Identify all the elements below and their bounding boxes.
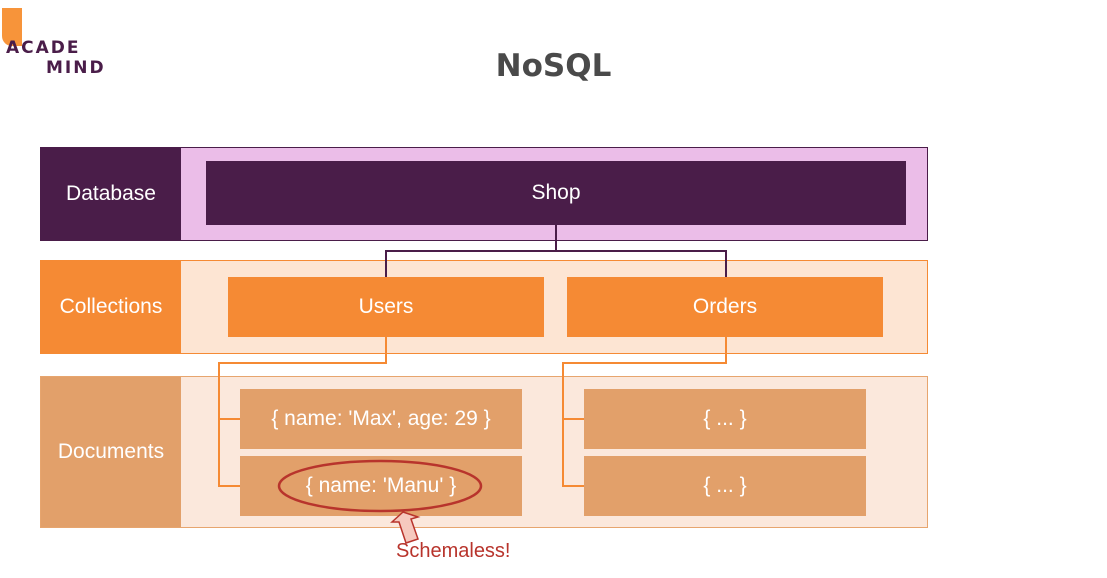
schemaless-annotation: Schemaless! xyxy=(396,540,511,562)
collection-users: Users xyxy=(228,277,544,337)
collection-orders: Orders xyxy=(567,277,883,337)
documents-row-label: Documents xyxy=(41,377,181,527)
logo-text-line2: MIND xyxy=(46,58,106,78)
collections-row-label: Collections xyxy=(41,261,181,353)
document-order-2: { ... } xyxy=(584,456,866,516)
page-title: NoSQL xyxy=(495,48,612,84)
database-shop: Shop xyxy=(206,161,906,225)
document-user-max: { name: 'Max', age: 29 } xyxy=(240,389,522,449)
logo-mark xyxy=(2,8,22,46)
logo-text-line1: ACADE xyxy=(6,38,81,58)
logo: ACADE MIND xyxy=(0,0,120,85)
database-row-label: Database xyxy=(41,148,181,240)
document-user-manu: { name: 'Manu' } xyxy=(240,456,522,516)
document-order-1: { ... } xyxy=(584,389,866,449)
